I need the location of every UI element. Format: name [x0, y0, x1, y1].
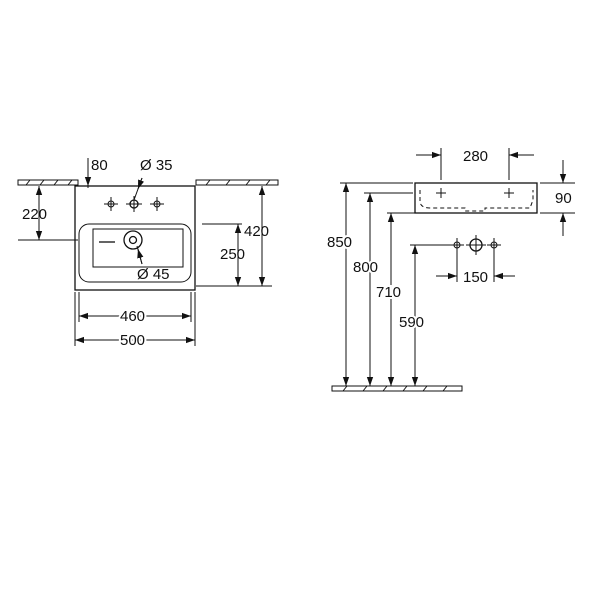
dim-150-label: 150	[463, 269, 488, 286]
dim-800-label: 800	[353, 259, 378, 276]
drain-icon	[123, 230, 143, 250]
side-overflow-icon	[504, 188, 514, 198]
tap-hole-icon	[150, 197, 164, 211]
basin-bowl-inner	[92, 228, 184, 268]
tap-hole-icon	[104, 197, 118, 211]
side-basin-outline	[414, 182, 538, 214]
side-basin-inner	[419, 190, 534, 212]
dim-280-label: 280	[463, 148, 488, 165]
dim-460-label: 460	[120, 308, 145, 325]
front-wall-line	[17, 179, 279, 186]
dim-dia45-label: Ø 45	[137, 266, 170, 283]
side-view: 280 90 850 800 710 590	[325, 148, 575, 392]
dim-710-label: 710	[376, 284, 401, 301]
basin-outline	[74, 185, 196, 291]
dim-250-label: 250	[220, 246, 245, 263]
dim-590-label: 590	[399, 314, 424, 331]
dim-420-label: 420	[244, 223, 269, 240]
tap-hole-center-icon	[126, 196, 142, 212]
dim-220-label: 220	[22, 206, 47, 223]
basin-bowl-outer	[78, 223, 192, 283]
fitting-left-icon	[450, 238, 464, 252]
dim-80-label: 80	[91, 157, 108, 174]
dim-850-label: 850	[327, 234, 352, 251]
dim-90-label: 90	[555, 190, 572, 207]
dim-dia35-label: Ø 35	[140, 157, 173, 174]
fitting-right-icon	[487, 238, 501, 252]
fitting-center-icon	[466, 235, 486, 255]
front-view: 80 Ø 35 220 420 250 Ø 45 460 500	[17, 157, 279, 351]
dim-500-label: 500	[120, 332, 145, 349]
floor-line	[331, 385, 463, 392]
side-tap-icon	[436, 188, 446, 198]
